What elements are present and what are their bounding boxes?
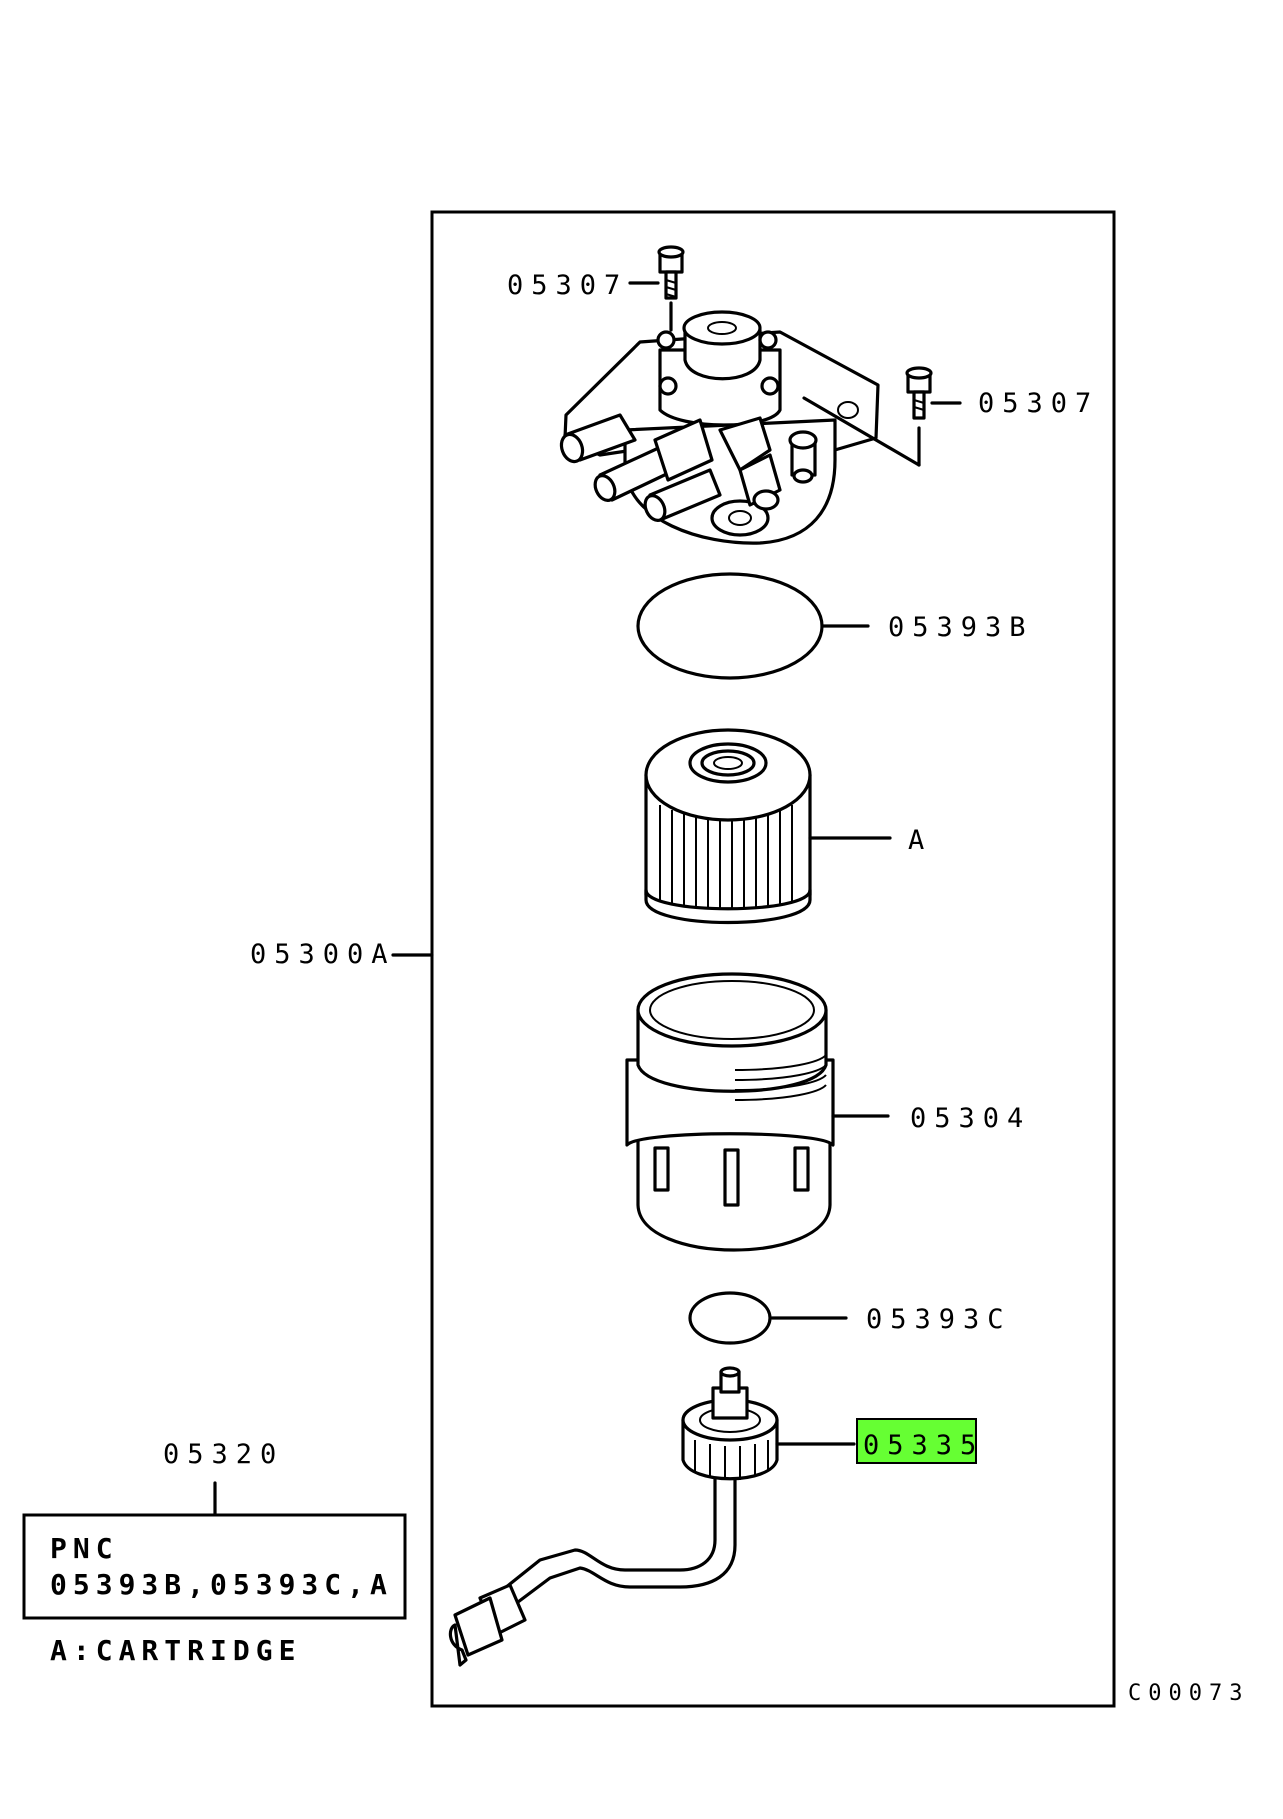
filter-head: [559, 310, 880, 545]
label-kit[interactable]: 05320: [163, 1439, 284, 1470]
label-sensor[interactable]: 05335: [863, 1430, 984, 1461]
label-assembly[interactable]: 05300A: [250, 939, 396, 970]
bolt-icon-top: [628, 245, 685, 332]
bolt-icon-right: [802, 366, 962, 467]
water-sensor: [448, 1366, 779, 1667]
label-bolt-top[interactable]: 05307: [507, 270, 628, 301]
highlight-05335: [856, 1418, 977, 1464]
gasket-b: [636, 572, 824, 680]
filter-cartridge: [644, 728, 812, 925]
kit-box-line2: 05393B,05393C,A: [50, 1568, 393, 1601]
kit-box: [22, 1513, 407, 1620]
cartridge-note: A:CARTRIDGE: [50, 1634, 301, 1667]
filter-case: [625, 972, 835, 1252]
label-case[interactable]: 05304: [910, 1103, 1031, 1134]
label-gasket-b[interactable]: 05393B: [888, 612, 1034, 643]
label-bolt-right[interactable]: 05307: [978, 388, 1099, 419]
assembly-frame: [430, 210, 1116, 1708]
label-gasket-c[interactable]: 05393C: [866, 1304, 1012, 1335]
label-cartridge[interactable]: A: [908, 825, 932, 856]
gasket-c: [688, 1291, 772, 1345]
cartridge-pleats: [659, 805, 793, 918]
kit-box-line1: PNC: [50, 1532, 119, 1565]
figure-code: C00073: [1128, 1681, 1249, 1706]
